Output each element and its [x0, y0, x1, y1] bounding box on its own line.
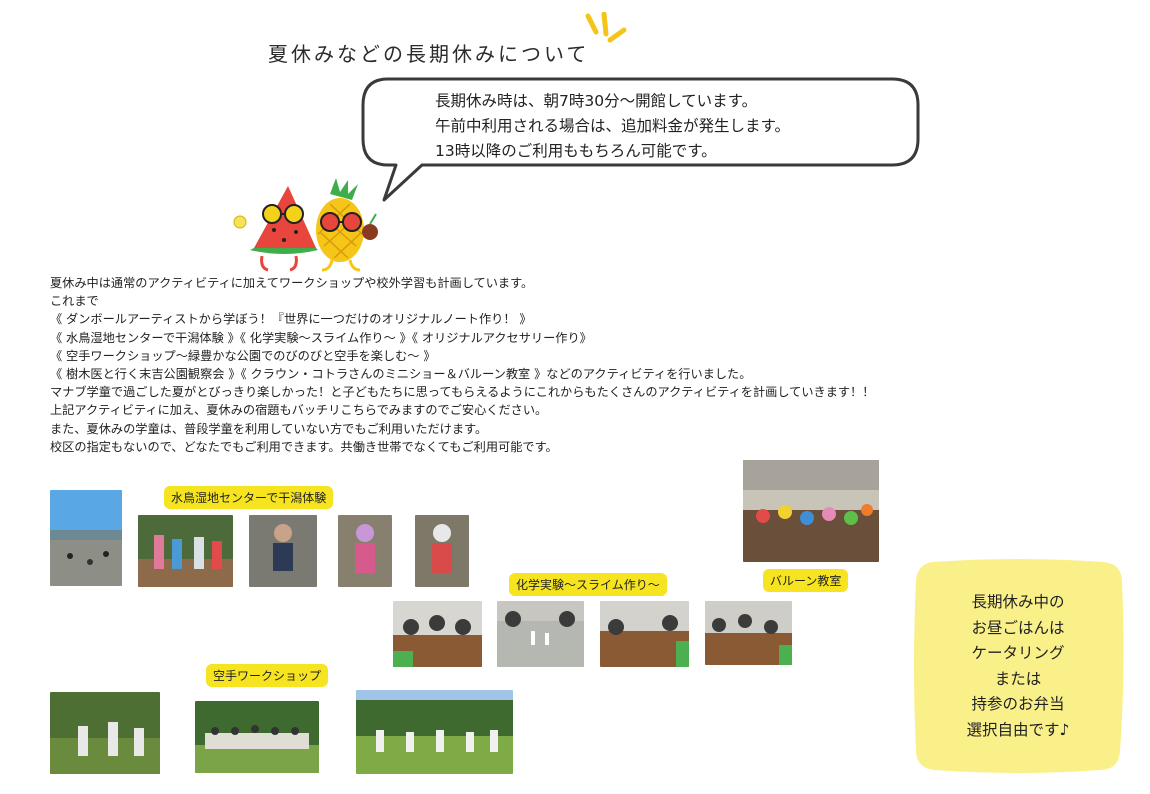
body-line: 《 空手ワークショップ～緑豊かな公園でのびのびと空手を楽しむ～ 》 [50, 348, 436, 363]
body-line: 《 ダンボールアーティストから学ぼう！『世界に一つだけのオリジナルノート作り！ … [50, 312, 532, 327]
page-title: 夏休みなどの長期休みについて [268, 42, 590, 66]
tag-balloon: バルーン教室 [763, 569, 849, 592]
body-line: 《 水鳥湿地センターで干潟体験 》《 化学実験～スライム作り～ 》《 オリジナル… [50, 330, 592, 345]
body-line: 夏休み中は通常のアクティビティに加えてワークショップや校外学習も計画しています。 [50, 276, 534, 290]
body-line: 上記アクティビティに加え、夏休みの宿題もバッチリこちらでみますのでご安心ください… [50, 403, 548, 418]
speech-line: 長期休み時は、朝7時30分～開館しています。 [435, 92, 758, 110]
note-line: 長期休み中の [971, 593, 1065, 611]
photo-slime-4 [705, 601, 792, 665]
note-line: 持参のお弁当 [971, 695, 1065, 713]
photo-slime-1 [393, 601, 482, 667]
body-line: また、夏休みの学童は、普段学童を利用していない方でもご利用いただけます。 [50, 421, 488, 436]
note-line: ケータリング [971, 644, 1065, 662]
tag-karate: 空手ワークショップ [206, 664, 329, 687]
note-line: または [994, 669, 1042, 688]
note-line: 選択自由です♪ [966, 720, 1070, 739]
body-line: マナブ学童で過ごした夏がとびっきり楽しかった！と子どもたちに思ってもらえるように… [50, 385, 875, 400]
body-line: 校区の指定もないので、どなたでもご利用できます。共働き世帯でなくてもご利用可能で… [50, 439, 558, 454]
speech-line: 午前中利用される場合は、追加料金が発生します。 [435, 117, 790, 135]
photo-karate-3 [356, 690, 513, 774]
body-line: 《 樹木医と行く末吉公園観察会 》《 クラウン・コトラさんのミニショー＆バルーン… [50, 367, 752, 382]
note-line: お昼ごはんは [971, 618, 1065, 637]
body-text: 夏休み中は通常のアクティビティに加えてワークショップや校外学習も計画しています。… [50, 274, 1100, 456]
speech-text: 長期休み時は、朝7時30分～開館しています。 午前中利用される場合は、追加料金が… [435, 89, 790, 164]
tag-higata: 水鳥湿地センターで干潟体験 [164, 486, 334, 509]
photo-higata-child-1 [249, 515, 317, 587]
photo-higata-child-2 [338, 515, 392, 587]
lunch-note-text: 長期休み中の お昼ごはんは ケータリング または 持参のお弁当 選択自由です♪ [910, 590, 1126, 743]
body-line: これまで [50, 294, 99, 309]
photo-karate-1 [50, 692, 160, 774]
photo-karate-2 [195, 701, 319, 773]
photo-balloon-class [743, 460, 879, 562]
lunch-note-box [914, 559, 1124, 773]
photo-higata-boardwalk [138, 515, 233, 587]
photo-slime-3 [600, 601, 689, 667]
sparkle-icon [585, 12, 627, 43]
photo-higata-beach [50, 490, 122, 586]
tag-slime: 化学実験～スライム作り～ [509, 573, 667, 596]
speech-bubble [361, 77, 920, 202]
photo-slime-2 [497, 601, 584, 667]
speech-line: 13時以降のご利用ももちろん可能です。 [435, 142, 717, 160]
photo-higata-child-3 [415, 515, 469, 587]
fruit-characters-illustration [233, 178, 378, 272]
